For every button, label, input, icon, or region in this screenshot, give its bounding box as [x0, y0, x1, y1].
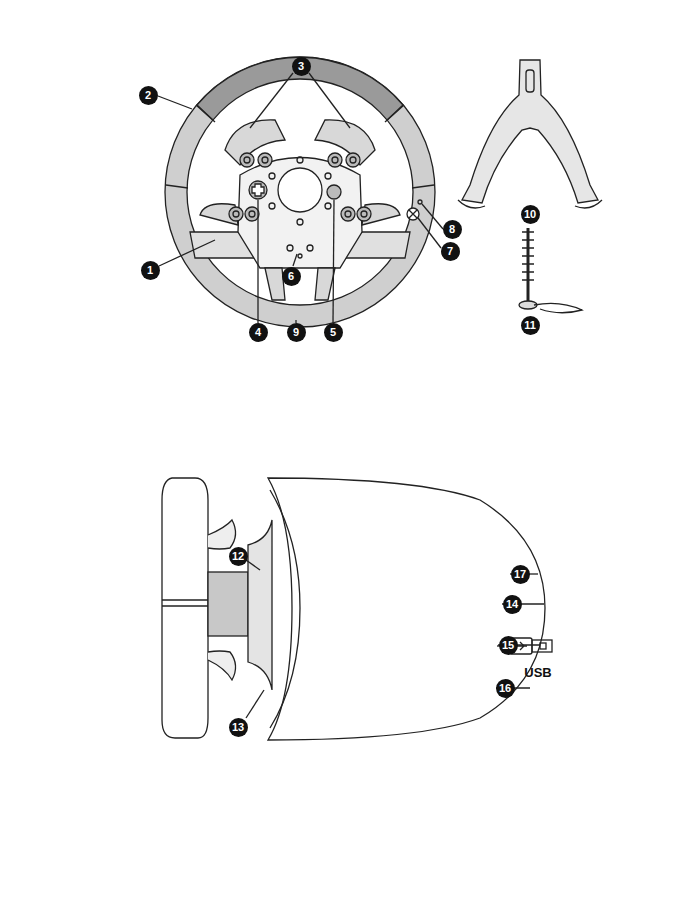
callout-number: 13 [229, 718, 248, 737]
callout-number: 9 [287, 323, 306, 342]
callout-number: 14 [503, 595, 522, 614]
callout-number: 2 [139, 86, 158, 105]
callout-number: 5 [324, 323, 343, 342]
callout-number: 7 [441, 242, 460, 261]
callout-number: 12 [229, 547, 248, 566]
callout-number: 15 [499, 636, 518, 655]
connector-label: USB [524, 665, 551, 680]
callout-number: 4 [249, 323, 268, 342]
callout-number: 17 [511, 565, 530, 584]
callout-number: 1 [141, 261, 160, 280]
callout-number: 16 [496, 679, 515, 698]
callout-number: 3 [292, 57, 311, 76]
callout-number: 6 [282, 267, 301, 286]
callout-number: 10 [521, 205, 540, 224]
callout-number: 11 [521, 316, 540, 335]
callout-number: 8 [443, 220, 462, 239]
